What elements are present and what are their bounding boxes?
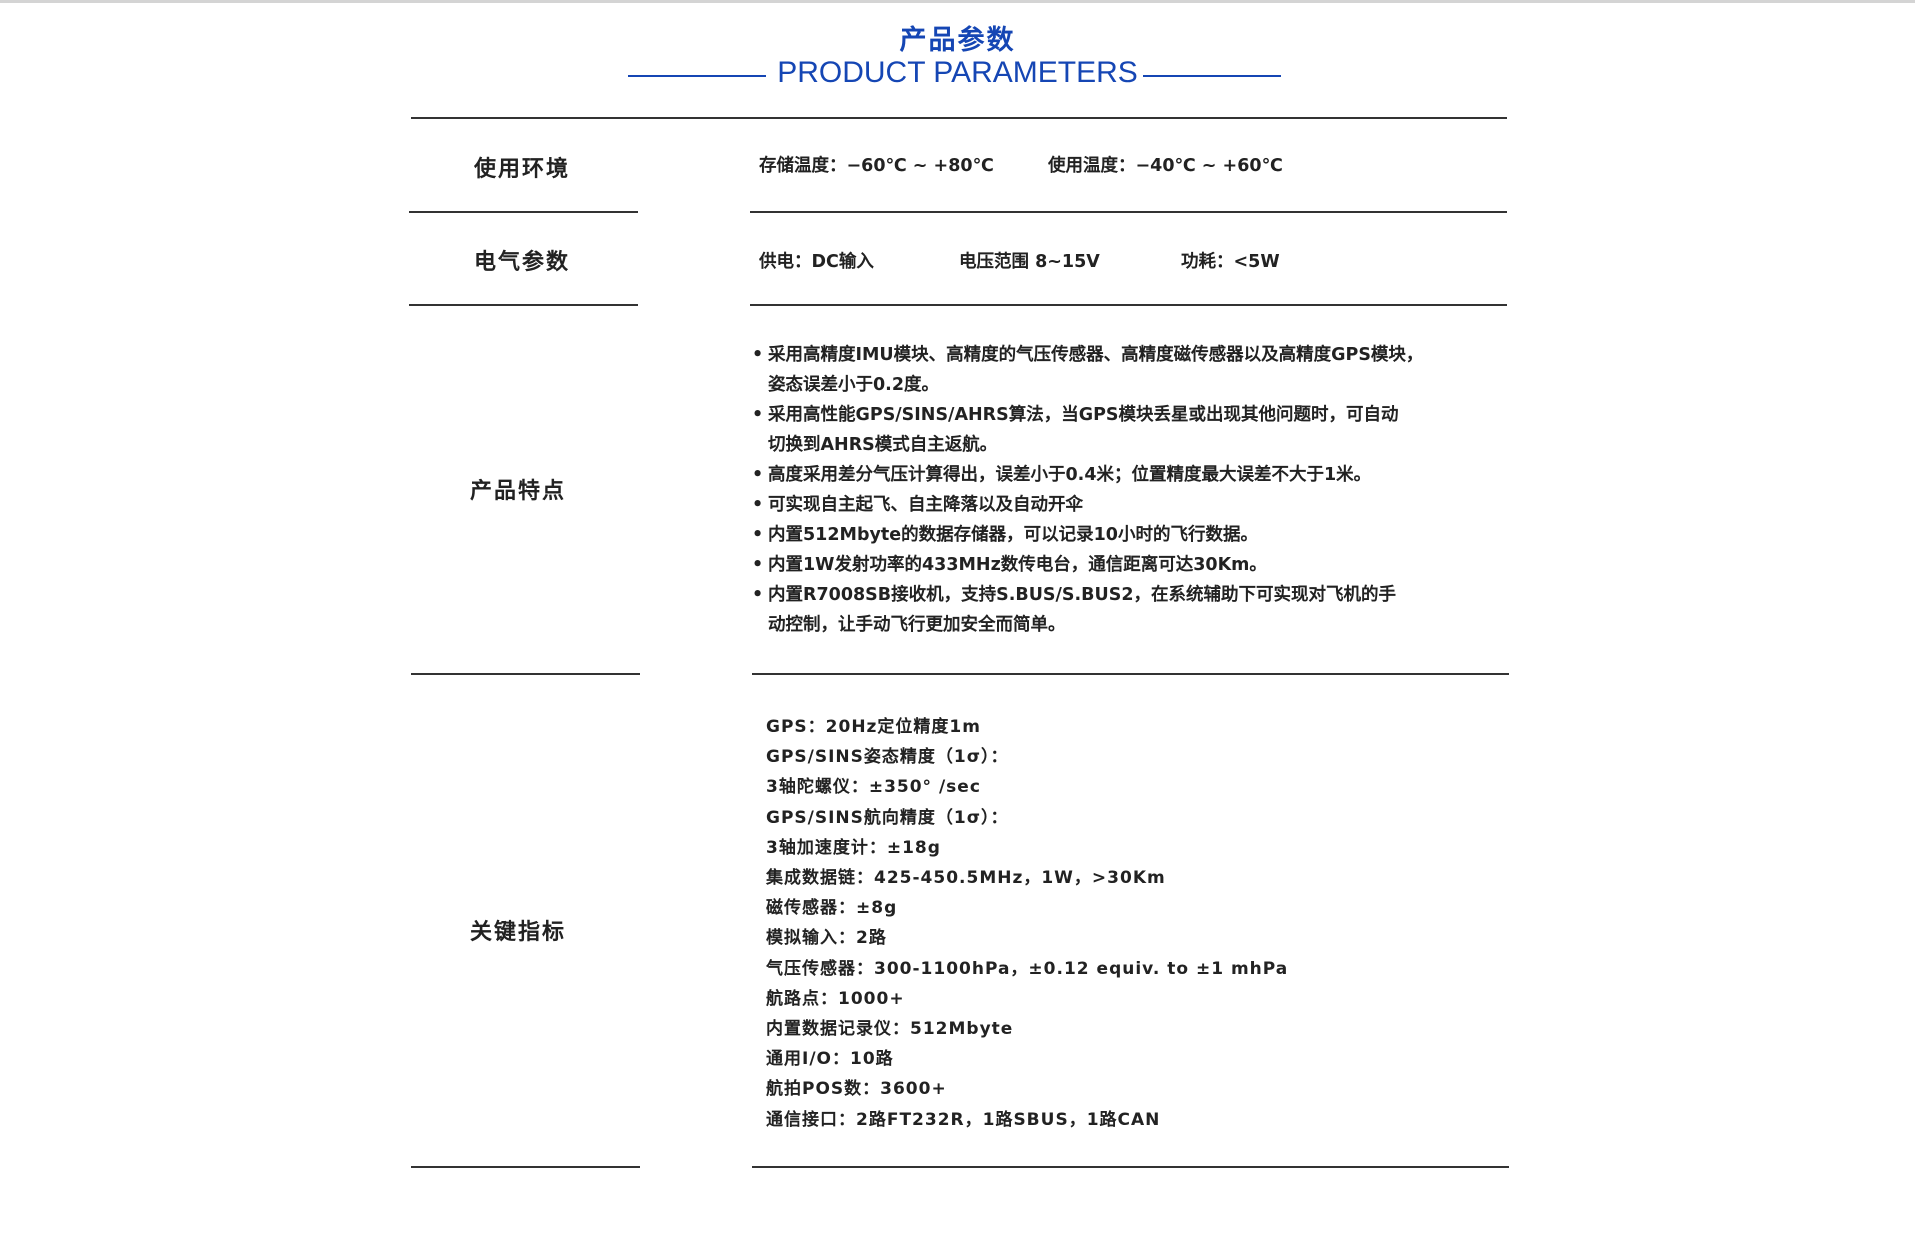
top-border — [0, 0, 1915, 3]
bullet-icon: • — [752, 525, 764, 545]
row-label-electrical: 电气参数 — [473, 250, 570, 275]
feature-text: 可实现自主起飞、自主降落以及自动开伞 — [768, 495, 1083, 515]
feature-item: •采用高性能GPS/SINS/AHRS算法，当GPS模块丢星或出现其他问题时，可… — [752, 400, 1423, 430]
feature-item: •可实现自主起飞、自主降落以及自动开伞 — [752, 490, 1423, 520]
row-divider-left — [409, 304, 638, 306]
key-specs-list: GPS：20Hz定位精度1m GPS/SINS姿态精度（1σ）： 3轴陀螺仪：±… — [766, 712, 1288, 1135]
feature-text: 高度采用差分气压计算得出，误差小于0.4米；位置精度最大误差不大于1米。 — [768, 465, 1372, 485]
feature-item: •高度采用差分气压计算得出，误差小于0.4米；位置精度最大误差不大于1米。 — [752, 460, 1423, 490]
feature-text: 切换到AHRS模式自主返航。 — [768, 435, 998, 455]
row-label-features: 产品特点 — [469, 479, 566, 504]
feature-text: 内置512Mbyte的数据存储器，可以记录10小时的飞行数据。 — [768, 525, 1258, 545]
title-decor-line-left — [628, 75, 766, 77]
storage-temperature: 存储温度：−60℃ ~ +80℃ — [759, 156, 994, 176]
feature-text: 采用高性能GPS/SINS/AHRS算法，当GPS模块丢星或出现其他问题时，可自… — [768, 405, 1399, 425]
row-divider-left — [411, 673, 640, 675]
feature-text: 姿态误差小于0.2度。 — [768, 375, 940, 395]
bullet-icon: • — [752, 555, 764, 575]
spec-item: 磁传感器：±8g — [766, 898, 898, 919]
spec-item: 航路点：1000+ — [766, 988, 905, 1009]
feature-text: 内置1W发射功率的433MHz数传电台，通信距离可达30Km。 — [768, 555, 1267, 575]
spec-item: 内置数据记录仪：512Mbyte — [766, 1019, 1014, 1040]
row-label-environment: 使用环境 — [473, 157, 570, 182]
spec-item: 模拟输入：2路 — [766, 928, 887, 949]
feature-item: •采用高精度IMU模块、高精度的气压传感器、高精度磁传感器以及高精度GPS模块， — [752, 340, 1423, 370]
row-divider-right — [752, 1166, 1509, 1168]
page-title-cn: 产品参数 — [899, 25, 1016, 56]
feature-item: •内置1W发射功率的433MHz数传电台，通信距离可达30Km。 — [752, 550, 1423, 580]
spec-item: 气压传感器：300-1100hPa，±0.12 equiv. to ±1 mhP… — [766, 958, 1289, 979]
feature-item: •内置R7008SB接收机，支持S.BUS/S.BUS2，在系统辅助下可实现对飞… — [752, 580, 1423, 610]
bullet-icon: • — [752, 345, 764, 365]
row-divider-left — [411, 1166, 640, 1168]
feature-item-continued: 姿态误差小于0.2度。 — [752, 370, 1423, 400]
row-divider-right — [752, 673, 1509, 675]
feature-text: 采用高精度IMU模块、高精度的气压传感器、高精度磁传感器以及高精度GPS模块， — [768, 345, 1424, 365]
operating-temperature: 使用温度：−40℃ ~ +60℃ — [1048, 156, 1283, 176]
feature-text: 内置R7008SB接收机，支持S.BUS/S.BUS2，在系统辅助下可实现对飞机… — [768, 585, 1396, 605]
title-decor-line-right — [1143, 75, 1281, 77]
spec-item: 通信接口：2路FT232R，1路SBUS，1路CAN — [766, 1109, 1161, 1130]
bullet-icon: • — [752, 585, 764, 605]
spec-item: 集成数据链：425-450.5MHz，1W，>30Km — [766, 868, 1166, 889]
spec-item: 3轴陀螺仪：±350° /sec — [766, 777, 981, 798]
row-divider-right — [750, 211, 1507, 213]
voltage-range: 电压范围 8~15V — [959, 252, 1100, 272]
bullet-icon: • — [752, 465, 764, 485]
spec-item: GPS/SINS航向精度（1σ）： — [766, 807, 1009, 828]
row-divider-left — [409, 211, 638, 213]
bullet-icon: • — [752, 495, 764, 515]
feature-item-continued: 切换到AHRS模式自主返航。 — [752, 430, 1423, 460]
spec-item: 3轴加速度计：±18g — [766, 837, 941, 858]
feature-item-continued: 动控制，让手动飞行更加安全而简单。 — [752, 610, 1423, 640]
power-supply: 供电：DC输入 — [759, 252, 874, 272]
feature-item: •内置512Mbyte的数据存储器，可以记录10小时的飞行数据。 — [752, 520, 1423, 550]
power-consumption: 功耗：<5W — [1181, 252, 1280, 272]
spec-item: GPS/SINS姿态精度（1σ）： — [766, 747, 1009, 768]
bullet-icon: • — [752, 405, 764, 425]
spec-item: GPS：20Hz定位精度1m — [766, 717, 981, 737]
row-label-key-specs: 关键指标 — [469, 920, 566, 945]
feature-text: 动控制，让手动飞行更加安全而简单。 — [768, 615, 1066, 635]
table-top-divider — [411, 117, 1507, 119]
spec-item: 通用I/O：10路 — [766, 1049, 894, 1070]
page-title-en: PRODUCT PARAMETERS — [777, 56, 1138, 89]
features-list: •采用高精度IMU模块、高精度的气压传感器、高精度磁传感器以及高精度GPS模块，… — [752, 340, 1423, 640]
spec-item: 航拍POS数：3600+ — [766, 1079, 947, 1100]
row-divider-right — [750, 304, 1507, 306]
